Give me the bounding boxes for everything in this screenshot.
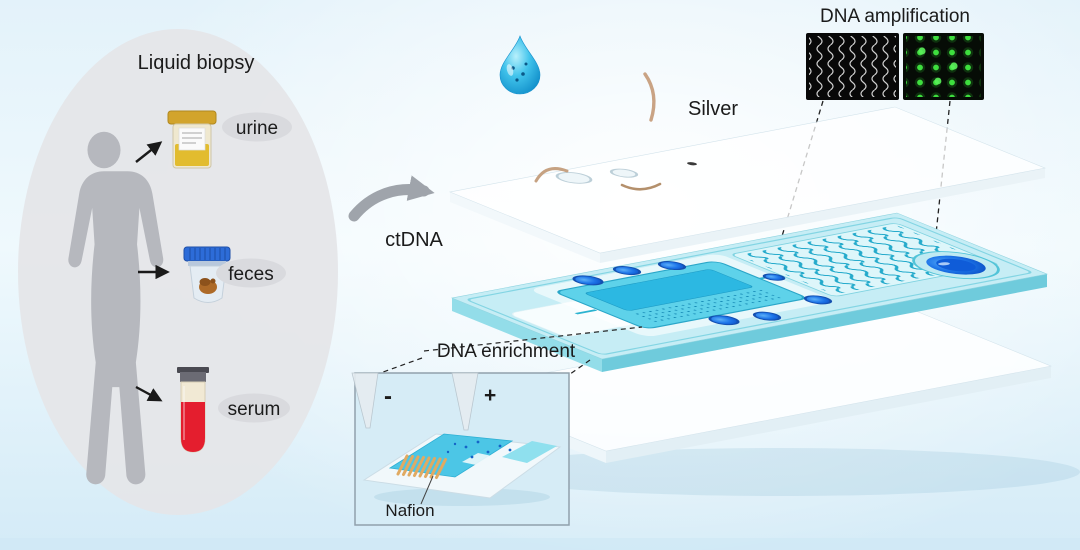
ctdna-arrow-icon bbox=[348, 175, 435, 222]
top-layer-hole bbox=[555, 172, 593, 184]
electrode-positive-label: + bbox=[484, 384, 496, 407]
droplet-icon bbox=[499, 35, 541, 95]
serum-label: serum bbox=[228, 399, 281, 420]
chip-nafion-array bbox=[634, 289, 784, 324]
enrichment-inset: - + Nafion bbox=[351, 372, 570, 526]
nafion-leader-line bbox=[420, 475, 434, 505]
dna-amplification-title: DNA amplification bbox=[820, 6, 970, 27]
chip-middle-layer bbox=[451, 212, 1048, 372]
silver-wire-on-slab-icon bbox=[620, 182, 662, 191]
top-layer-hole bbox=[609, 168, 639, 178]
positive-electrode-tip-icon bbox=[451, 372, 479, 431]
urine-label: urine bbox=[236, 118, 278, 139]
enrichment-callout-lines bbox=[371, 326, 643, 378]
serum-tube-icon bbox=[177, 367, 209, 453]
table-surface bbox=[0, 538, 1080, 550]
electrode-negative-label: - bbox=[384, 383, 392, 410]
chip-shadow bbox=[480, 448, 1080, 496]
top-layer-vent bbox=[687, 162, 697, 166]
ctdna-label: ctDNA bbox=[385, 229, 443, 251]
silver-wire-on-slab-icon bbox=[534, 167, 569, 183]
sample-arrows bbox=[135, 141, 170, 402]
urine-container-icon bbox=[167, 110, 217, 169]
arrow-to-urine bbox=[135, 141, 163, 163]
chip-inlet-wells bbox=[572, 261, 833, 326]
liquid-biopsy-panel bbox=[18, 29, 338, 515]
arrow-to-serum bbox=[135, 385, 163, 402]
chip-top-layer bbox=[449, 106, 1046, 263]
human-silhouette-icon bbox=[68, 131, 164, 485]
nafion-membrane-icon bbox=[396, 454, 447, 479]
dna-enrichment-label: DNA enrichment bbox=[437, 341, 576, 362]
amplification-fluorescence-image bbox=[903, 33, 984, 100]
silver-label: Silver bbox=[688, 98, 738, 120]
serum-label-pill bbox=[218, 393, 290, 423]
urine-label-pill bbox=[222, 112, 292, 142]
feces-label-pill bbox=[216, 258, 286, 288]
inset-dna-specks bbox=[446, 440, 512, 459]
chip-outlet-well bbox=[912, 251, 1000, 280]
nafion-label: Nafion bbox=[385, 501, 434, 520]
negative-electrode-tip-icon bbox=[351, 372, 379, 429]
amplification-channel-image bbox=[806, 33, 899, 100]
silver-wire-icon bbox=[643, 72, 656, 122]
inset-channel-region-right bbox=[502, 441, 557, 463]
feces-label: feces bbox=[228, 264, 273, 285]
liquid-biopsy-title: Liquid biopsy bbox=[138, 52, 255, 74]
